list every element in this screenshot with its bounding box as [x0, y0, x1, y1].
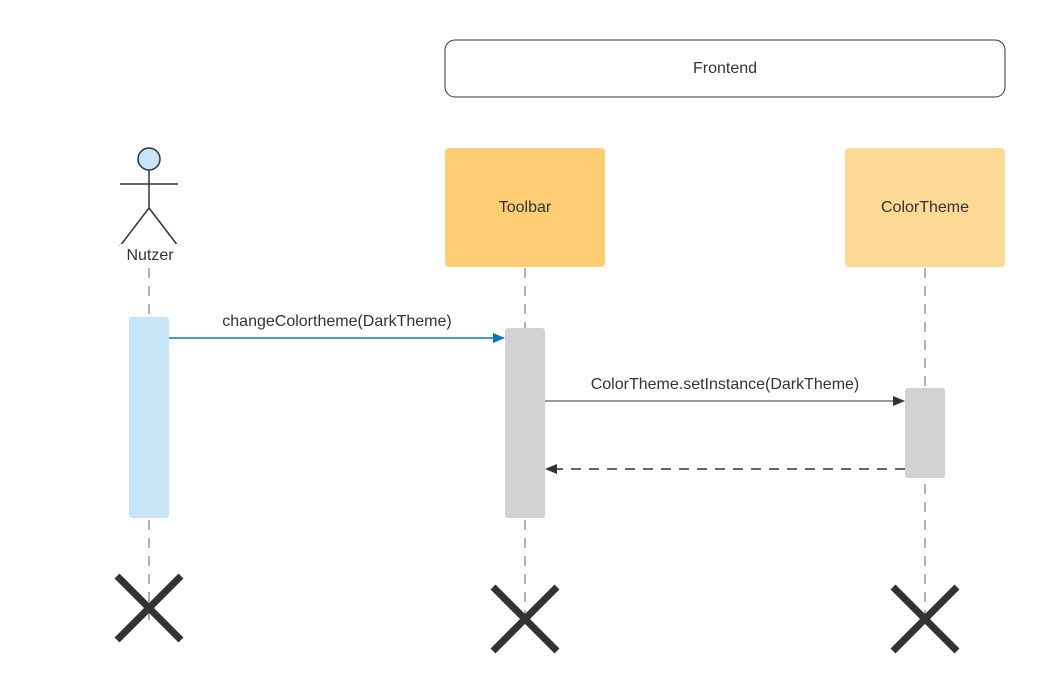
- toolbar-destroy-icon: [490, 584, 560, 654]
- participant-colortheme-label: ColorTheme: [881, 199, 969, 216]
- nutzer-destroy-icon: [114, 573, 184, 643]
- frontend-frame[interactable]: Frontend: [444, 39, 1006, 98]
- frontend-frame-label: Frontend: [693, 60, 757, 77]
- participant-toolbar[interactable]: Toolbar: [445, 148, 605, 267]
- toolbar-activation-bar[interactable]: [505, 328, 545, 518]
- participant-colortheme[interactable]: ColorTheme: [845, 148, 1005, 267]
- actor-nutzer-label: Nutzer: [126, 247, 174, 264]
- message-set-instance-label: ColorTheme.setInstance(DarkTheme): [591, 376, 860, 393]
- colortheme-destroy-icon: [890, 584, 960, 654]
- message-change-colortheme[interactable]: changeColortheme(DarkTheme): [169, 313, 505, 343]
- stick-figure-icon: [119, 147, 179, 247]
- message-change-colortheme-label: changeColortheme(DarkTheme): [222, 313, 451, 330]
- message-set-instance[interactable]: ColorTheme.setInstance(DarkTheme): [545, 376, 905, 406]
- participant-colortheme-box: [845, 148, 1005, 267]
- colortheme-activation-bar[interactable]: [905, 388, 945, 478]
- participant-toolbar-label: Toolbar: [499, 199, 552, 216]
- nutzer-activation-bar[interactable]: [129, 317, 169, 518]
- actor-nutzer[interactable]: Nutzer: [119, 147, 179, 264]
- participant-toolbar-box: [445, 148, 605, 267]
